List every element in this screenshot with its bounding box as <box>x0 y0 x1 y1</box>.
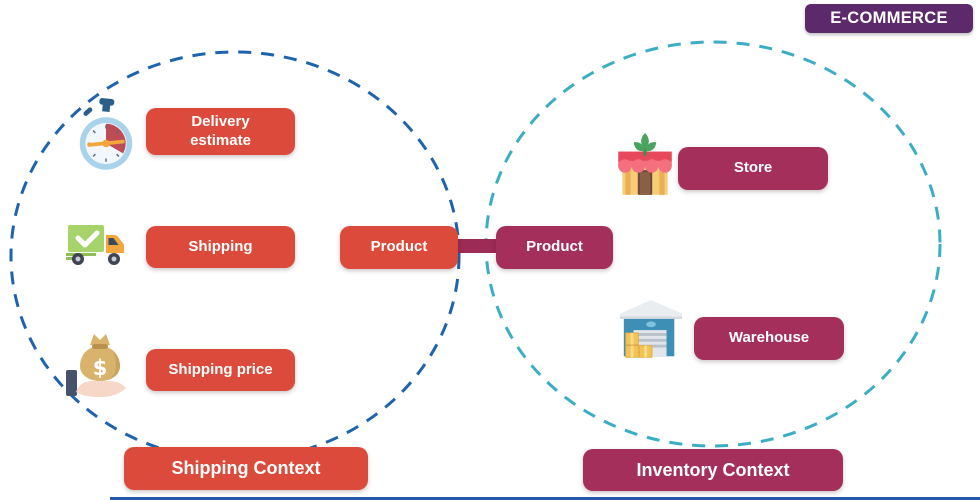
shipping-label: Shipping <box>188 237 253 255</box>
ecommerce-badge-label: E-COMMERCE <box>830 9 948 27</box>
ecommerce-badge: E-COMMERCE <box>805 4 973 33</box>
product-connector <box>450 239 506 253</box>
shipping-context-circle <box>9 50 461 462</box>
product-inventory-node: Product <box>496 226 613 269</box>
delivery-estimate-label: Delivery estimate <box>190 112 251 149</box>
product-shipping-label: Product <box>370 238 428 256</box>
store-label: Store <box>733 159 773 177</box>
shipping-node: Shipping <box>146 226 295 268</box>
warehouse-label: Warehouse <box>728 329 810 347</box>
shipping-context-title: Shipping Context <box>124 447 368 490</box>
delivery-truck-icon <box>66 221 130 271</box>
money-bag-hand-icon: $ <box>64 330 136 407</box>
product-inventory-label: Product <box>526 238 583 256</box>
inventory-context-title-label: Inventory Context <box>636 459 790 480</box>
delivery-estimate-node: Delivery estimate <box>146 108 295 155</box>
warehouse-node: Warehouse <box>694 317 844 360</box>
store-icon <box>612 133 678 201</box>
stopwatch-icon <box>76 98 136 174</box>
warehouse-icon <box>618 295 684 371</box>
svg-text:$: $ <box>93 356 108 380</box>
store-node: Store <box>678 147 828 190</box>
bottom-border-line <box>110 497 980 500</box>
product-shipping-node: Product <box>340 226 458 269</box>
shipping-price-node: Shipping price <box>146 349 295 391</box>
shipping-price-label: Shipping price <box>168 360 273 378</box>
inventory-context-title: Inventory Context <box>583 449 843 491</box>
shipping-context-title-label: Shipping Context <box>171 458 321 479</box>
